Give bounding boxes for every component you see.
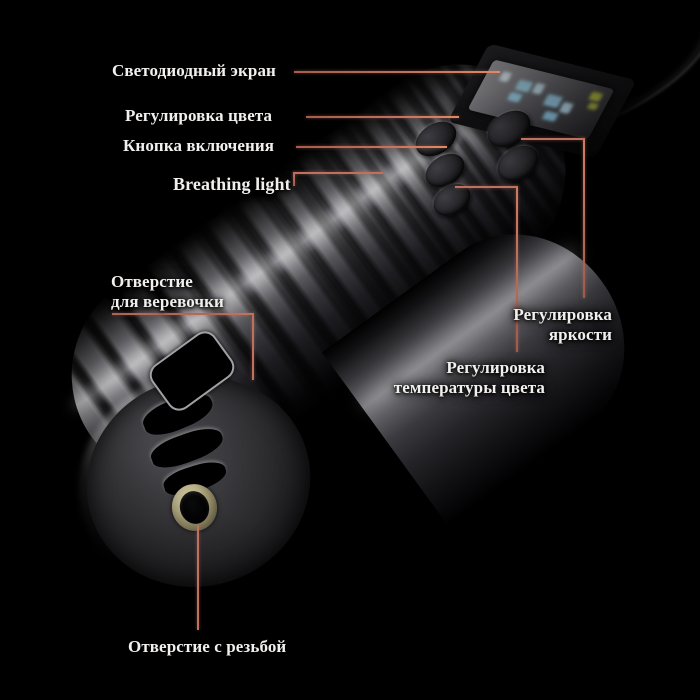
leader-line-breathing-light-v <box>293 172 295 186</box>
callout-label-color-adjust: Регулировка цвета <box>125 106 273 125</box>
callout-label-brightness-line2: яркости <box>548 325 612 345</box>
leader-line-color-temp-v <box>516 186 518 352</box>
callout-label-lanyard-hole-line1: Отверстие <box>111 272 193 291</box>
leader-line-lanyard-v <box>252 313 254 380</box>
leader-line-led-screen <box>294 71 500 73</box>
callout-label-brightness-line1: Регулировка <box>513 305 612 324</box>
callout-label-brightness-adjust: Регулировка яркости <box>513 305 612 345</box>
leader-line-color-adjust <box>306 116 459 118</box>
callout-label-led-screen: Светодиодный экран <box>112 61 276 80</box>
callout-label-power-button: Кнопка включения <box>123 136 275 155</box>
leader-line-lanyard-h <box>112 313 254 315</box>
callout-label-color-temp-adjust: Регулировка температуры цвета <box>394 358 545 398</box>
leader-line-threaded-hole <box>197 525 199 630</box>
leader-line-breathing-light-h <box>293 172 383 174</box>
callout-label-lanyard-hole-line2: для веревочки <box>111 292 224 312</box>
callout-label-threaded-hole: Отверстие с резьбой <box>128 637 287 656</box>
callout-label-lanyard-hole: Отверстие для веревочки <box>111 272 224 312</box>
callout-label-breathing-light: Breathing light <box>173 174 291 194</box>
callout-label-color-temp-line2: температуры цвета <box>393 378 545 398</box>
callout-label-color-temp-line1: Регулировка <box>446 358 545 377</box>
leader-line-power-button <box>296 146 447 148</box>
leader-line-brightness-h <box>521 138 585 140</box>
leader-line-brightness-v <box>583 138 585 298</box>
leader-line-color-temp-h <box>455 186 518 188</box>
